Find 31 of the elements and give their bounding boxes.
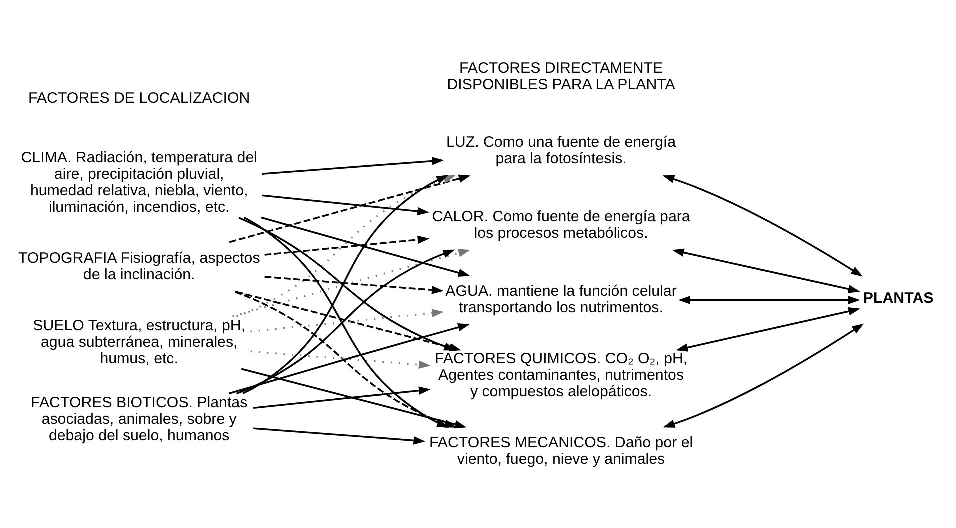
arrow (236, 175, 456, 317)
arrow (250, 308, 444, 332)
arrow (254, 427, 426, 444)
label: FACTORES DE LOCALIZACION (28, 90, 250, 107)
node-text: SUELO Textura, estructura, pH, agua subterránea, minerales, humus, etc. (33, 316, 246, 367)
node-text: CLIMA. Radiación, temperatura del aire, precipitación pluvial, humedad relativa, niebla, viento, iluminación, incendios, etc. (21, 148, 258, 216)
arrow (264, 276, 444, 294)
node-text: FACTORES BIOTICOS. Plantas asociadas, animales, sobre y debajo del suelo, humanos (31, 394, 248, 444)
arrow (672, 248, 860, 293)
arrow (261, 216, 470, 277)
arrow (229, 174, 471, 243)
node-text: LUZ. Como una fuente de energía para la fotosíntesis. (446, 134, 676, 168)
arrow (232, 248, 470, 317)
arrow (242, 174, 449, 394)
arrow (228, 323, 470, 394)
node-text: FACTORES MECANICOS. Daño por el viento, fuego, nieve y animales (429, 434, 694, 468)
arrow (678, 296, 860, 304)
arrow (264, 235, 430, 256)
arrow (250, 350, 431, 369)
arrow (262, 156, 444, 175)
arrow (663, 323, 864, 428)
arrow (676, 306, 861, 352)
node-text: AGUA. mantiene la función celular transportando los nutrimentos. (446, 282, 677, 316)
node-text: CALOR. Como fuente de energía para los procesos metabólicos. (432, 208, 690, 242)
arrow (262, 194, 430, 216)
arrow (662, 174, 863, 276)
node-text: TOPOGRAFIA Fisiografía, aspectos de la inclinación. (18, 249, 260, 283)
label: FACTORES DIRECTAMENTE DISPONIBLES PARA LA PLANTA (447, 59, 676, 93)
arrow (254, 386, 431, 409)
node-text: FACTORES QUIMICOS. CO₂ O₂, pH, Agentes contaminantes, nutrimentos y compuestos alelopáticos. (434, 350, 688, 400)
node-text: PLANTAS (863, 289, 934, 306)
